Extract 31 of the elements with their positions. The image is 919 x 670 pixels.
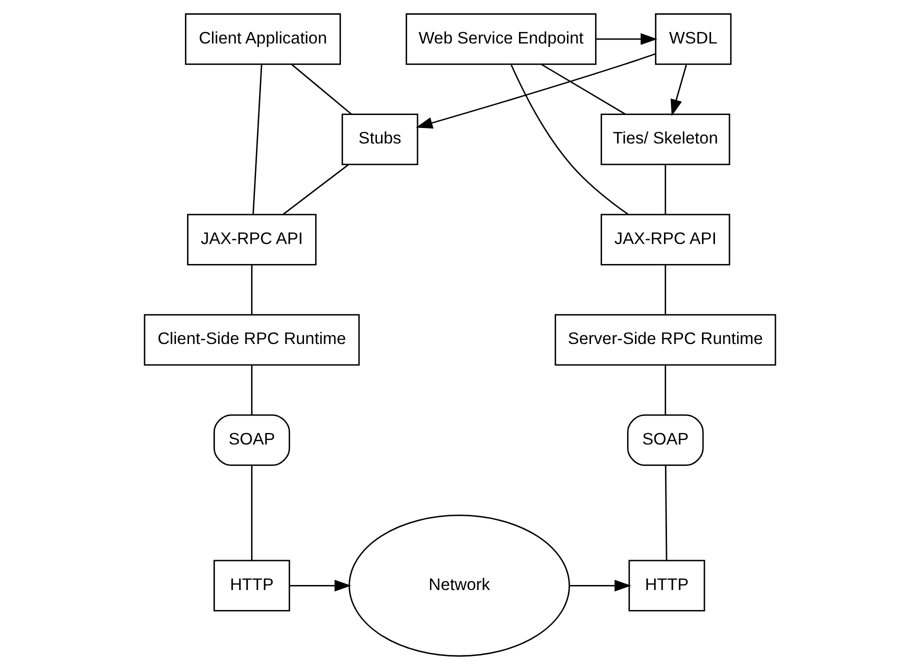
node-box: Ties/ Skeleton [600, 114, 730, 166]
arrow [288, 580, 351, 592]
node-box: SOAP [626, 414, 704, 466]
node-box: JAX-RPC API [186, 214, 316, 266]
node-box: SOAP [213, 414, 290, 466]
connector [664, 466, 667, 560]
connector [290, 64, 352, 115]
connector [510, 64, 628, 215]
connector [250, 265, 252, 315]
node-box: HTTP [628, 560, 705, 612]
connector [540, 64, 625, 115]
node-box: Web Service Endpoint [405, 13, 596, 65]
node-box: JAX-RPC API [600, 214, 730, 266]
arrow [670, 64, 687, 116]
arrow [415, 53, 656, 129]
connector [250, 466, 252, 560]
node-box: Client Application [184, 13, 340, 65]
connector [252, 64, 262, 214]
connector [250, 365, 252, 415]
arrow [596, 33, 657, 45]
node-box: HTTP [213, 560, 290, 612]
connector [664, 265, 666, 315]
node-box: Stubs [341, 114, 418, 166]
connector [664, 365, 666, 415]
connector [282, 164, 348, 215]
connector [664, 164, 666, 214]
node-box: WSDL [654, 13, 732, 65]
node-box: Server-Side RPC Runtime [554, 314, 776, 366]
arrow [569, 580, 631, 592]
node-box: Client-Side RPC Runtime [143, 314, 360, 366]
node-ellipse: Network [348, 514, 570, 657]
